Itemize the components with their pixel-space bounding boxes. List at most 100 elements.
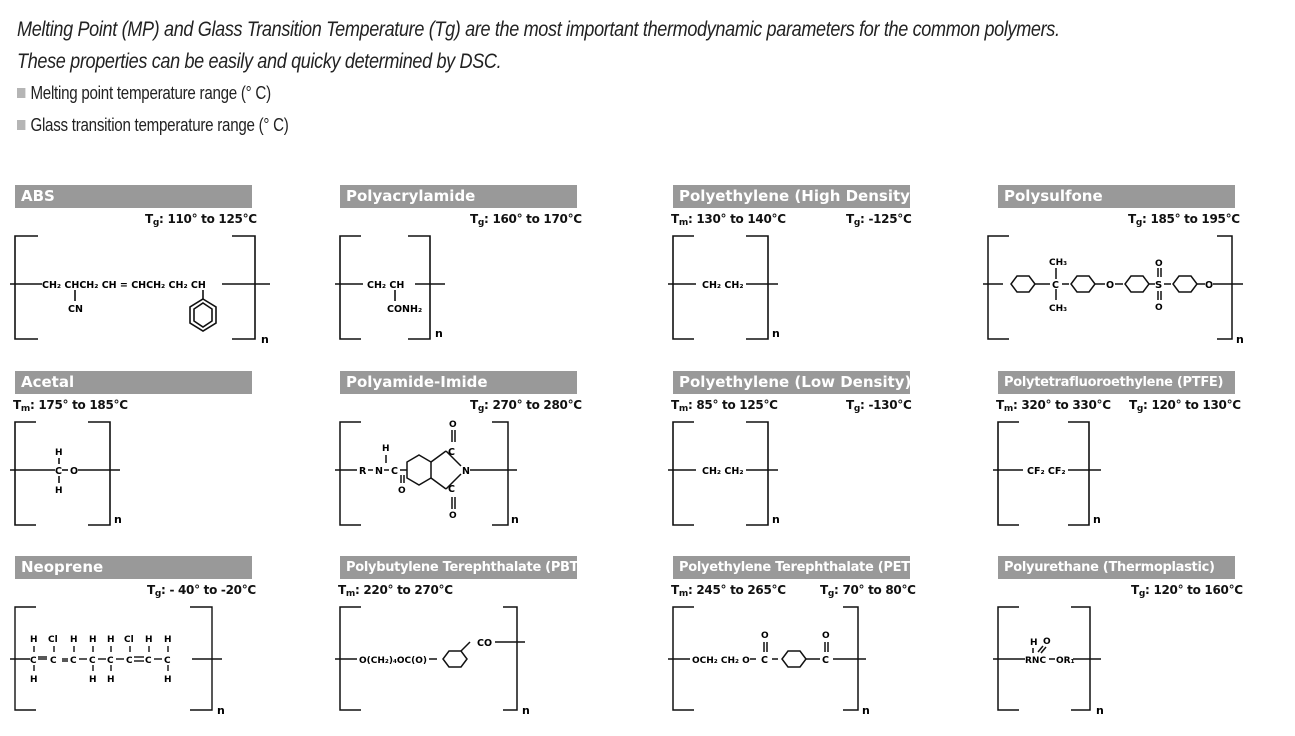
polymer-card-ldpe: Polyethylene (Low Density) Tm: 85° to 12… <box>668 371 1003 551</box>
formula-c1: C <box>761 655 768 666</box>
formula-n: n <box>511 513 519 526</box>
formula-n: n <box>114 513 122 526</box>
tg-value: Tg: -130°C <box>846 398 912 414</box>
tg-value: Tg: 185° to 195°C <box>1128 212 1240 228</box>
svg-text:C: C <box>145 656 152 666</box>
intro-text: Melting Point (MP) and Glass Transition … <box>17 14 1060 78</box>
formula-main: CH₂ CH₂ <box>702 280 743 291</box>
formula-n: n <box>772 513 780 526</box>
legend-glass: Glass transition temperature range (° C) <box>17 115 289 136</box>
legend-label: Melting point temperature range (° C) <box>30 83 271 103</box>
polymer-name: Polyurethane (Thermoplastic) <box>998 556 1235 579</box>
polymer-card-pbt: Polybutylene Terephthalate (PBT) Tm: 220… <box>335 556 670 736</box>
formula-or1: OR₁ <box>1056 656 1075 666</box>
structure-polysulfone: CH₃ C CH₃ O S O O O n <box>983 235 1243 346</box>
structure-polyurethane: H O RNC OR₁ n <box>993 606 1104 717</box>
polymer-card-neoprene: Neoprene Tg: - 40° to -20°C H Cl H H H C… <box>10 556 345 736</box>
formula-h6: H <box>164 635 172 645</box>
tg-value: Tg: 110° to 125°C <box>145 212 257 228</box>
polymer-name: Neoprene <box>15 556 252 579</box>
formula-c2: C <box>822 655 829 666</box>
formula-c: C <box>1052 280 1059 291</box>
polymer-name: Polybutylene Terephthalate (PBT) <box>340 556 577 579</box>
formula-o: O <box>398 486 406 496</box>
legend-swatch <box>17 120 26 130</box>
formula-main: OCH₂ CH₂ O <box>692 656 750 666</box>
svg-text:C: C <box>89 656 96 666</box>
polymer-card-hdpe: Polyethylene (High Density) Tm: 130° to … <box>668 185 1003 365</box>
tm-value: Tm: 245° to 265°C <box>671 583 786 599</box>
formula-main: CH₂ CHCH₂ CH = CHCH₂ CH₂ CH <box>42 280 206 291</box>
polymer-card-polyurethane: Polyurethane (Thermoplastic) Tg: 120° to… <box>993 556 1295 736</box>
formula-h: H <box>382 444 390 454</box>
formula-o: O <box>70 466 78 477</box>
polymer-name: Polyethylene Terephthalate (PET) <box>673 556 910 579</box>
polymer-name: Polyamide-Imide <box>340 371 577 394</box>
formula-n: n <box>522 704 530 717</box>
formula-c: C <box>164 656 171 666</box>
structure-ldpe: CH₂ CH₂ n <box>668 421 780 526</box>
legend-label: Glass transition temperature range (° C) <box>30 115 289 135</box>
formula-h: H <box>1030 638 1038 648</box>
structure-pbt: O(CH₂)₄OC(O) CO n <box>335 606 530 717</box>
structure-polyacrylamide: CH₂ CH CONH₂ n <box>335 235 445 340</box>
tg-value: Tg: 120° to 130°C <box>1129 398 1241 414</box>
formula-co: CO <box>477 638 492 649</box>
legend-melting: Melting point temperature range (° C) <box>17 83 271 104</box>
formula-h-top: H <box>55 448 63 458</box>
formula-n: n <box>1236 333 1243 346</box>
formula-cl1: Cl <box>48 635 58 645</box>
polymer-card-polyacrylamide: Polyacrylamide Tg: 160° to 170°C CH₂ CH … <box>335 185 670 365</box>
formula-sub: CONH₂ <box>387 304 422 315</box>
tm-value: Tm: 130° to 140°C <box>671 212 786 228</box>
formula-n: n <box>862 704 870 717</box>
polymer-name: Polyethylene (Low Density) <box>673 371 910 394</box>
formula-o3: O <box>449 511 457 521</box>
intro-line-2: These properties can be easily and quick… <box>17 50 502 73</box>
formula-n: n <box>261 333 269 346</box>
svg-text:H: H <box>89 675 97 685</box>
svg-text:H: H <box>164 675 172 685</box>
polymer-name: Polyacrylamide <box>340 185 577 208</box>
structure-pet: OCH₂ CH₂ O C O C O n <box>668 606 870 717</box>
polymer-name: Polytetrafluoroethylene (PTFE) <box>998 371 1235 394</box>
formula-r: R <box>359 466 367 477</box>
polymer-card-ptfe: Polytetrafluoroethylene (PTFE) Tm: 320° … <box>993 371 1295 551</box>
formula-o: O <box>1043 637 1051 647</box>
polymer-name: Acetal <box>15 371 252 394</box>
svg-text:H: H <box>107 675 115 685</box>
polymer-card-abs: ABS Tg: 110° to 125°C CH₂ CHCH₂ CH = CHC… <box>10 185 345 365</box>
svg-text:C: C <box>70 656 77 666</box>
svg-text:C: C <box>50 656 57 666</box>
polymer-name: Polyethylene (High Density) <box>673 185 910 208</box>
formula-c: C <box>391 466 398 477</box>
structure-acetal: H C O H n <box>10 421 122 526</box>
formula-c3: C <box>448 484 455 495</box>
tg-value: Tg: 70° to 80°C <box>820 583 916 599</box>
tm-value: Tm: 220° to 270°C <box>338 583 453 599</box>
formula-n: n <box>217 704 225 717</box>
formula-ch3-bottom: CH₃ <box>1049 304 1067 314</box>
polymer-card-acetal: Acetal Tm: 175° to 185°C H C O H n <box>10 371 345 551</box>
legend-swatch <box>17 88 26 98</box>
svg-text:H: H <box>30 675 38 685</box>
structure-ptfe: CF₂ CF₂ n <box>993 421 1101 526</box>
structure-hdpe: CH₂ CH₂ n <box>668 235 780 340</box>
formula-o1: O <box>1106 280 1114 291</box>
polymer-name: Polysulfone <box>998 185 1235 208</box>
tm-value: Tm: 85° to 125°C <box>671 398 778 414</box>
formula-main: O(CH₂)₄OC(O) <box>359 656 427 666</box>
tg-value: Tg: 120° to 160°C <box>1131 583 1243 599</box>
formula-ch3-top: CH₃ <box>1049 258 1067 268</box>
polymer-card-polyamide-imide: Polyamide-Imide Tg: 270° to 280°C R N C … <box>335 371 670 551</box>
tm-value: Tm: 175° to 185°C <box>13 398 128 414</box>
formula-main: CH₂ CH₂ <box>702 466 743 477</box>
formula-main: CH₂ CH <box>367 280 404 291</box>
intro-line-1: Melting Point (MP) and Glass Transition … <box>17 18 1060 41</box>
formula-c: C <box>55 466 62 477</box>
formula-so-top: O <box>1155 259 1163 269</box>
formula-n-atom: N <box>375 466 383 477</box>
tg-value: Tg: - 40° to -20°C <box>147 583 256 599</box>
polymer-card-polysulfone: Polysulfone Tg: 185° to 195°C CH₃ C CH₃ … <box>983 185 1295 365</box>
